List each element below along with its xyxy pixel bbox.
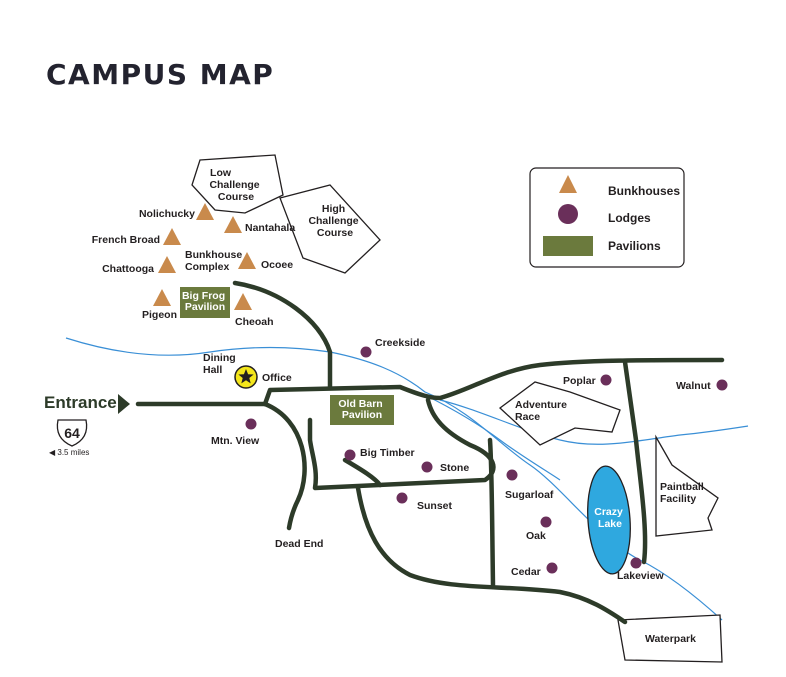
high-challenge-label: High Challenge Course <box>308 203 361 239</box>
old-barn-pavilion[interactable] <box>330 395 394 425</box>
lodge-sunset-icon[interactable] <box>396 492 408 504</box>
bunkhouse-cheoah-icon[interactable] <box>234 293 252 310</box>
bunkhouse-french-broad-icon[interactable] <box>163 228 181 245</box>
entrance-arrow-icon <box>118 394 130 414</box>
paintball-label: Paintball Facility <box>660 481 707 505</box>
legend-bunkhouses-label: Bunkhouses <box>608 184 680 198</box>
road-big-timber <box>342 457 383 488</box>
road-main-loop <box>262 357 725 407</box>
office-label: Office <box>262 372 292 384</box>
big-frog-pavilion-label: Big Frog Pavilion <box>182 290 228 313</box>
waterpark-area[interactable] <box>617 614 723 663</box>
dead-end-label: Dead End <box>275 538 323 550</box>
legend-lodge-icon <box>558 204 578 224</box>
adventure-race-label: Adventure Race <box>515 399 570 423</box>
lodge-lakeview-label: Lakeview <box>617 570 665 582</box>
lodge-walnut-icon[interactable] <box>716 379 728 391</box>
lodge-sunset-label: Sunset <box>417 500 453 512</box>
adventure-race-area[interactable] <box>498 381 621 446</box>
legend: Bunkhouses Lodges Pavilions <box>529 167 685 268</box>
creek-east <box>439 399 749 445</box>
lodge-stone-icon[interactable] <box>421 461 433 473</box>
bunkhouse-nantahala-label: Nantahala <box>245 222 295 234</box>
bunkhouse-complex-label: Bunkhouse Complex <box>185 249 245 273</box>
lodge-creekside-icon[interactable] <box>360 346 372 358</box>
bunkhouse-nantahala-icon[interactable] <box>224 216 242 233</box>
road-dead-end <box>262 401 307 531</box>
legend-bunkhouse-icon <box>559 175 577 193</box>
lodge-oak-label: Oak <box>526 530 546 542</box>
legend-pavilions-label: Pavilions <box>608 239 661 253</box>
old-barn-pavilion-label: Old Barn Pavilion <box>338 398 385 421</box>
low-challenge-label: Low Challenge Course <box>209 167 262 203</box>
bunkhouse-cheoah-label: Cheoah <box>235 316 274 328</box>
bunkhouse-pigeon-icon[interactable] <box>153 289 171 306</box>
entrance-label: Entrance <box>44 393 117 412</box>
highway-number: 64 <box>64 425 80 441</box>
road-south <box>355 485 628 625</box>
bunkhouses: Nolichucky Nantahala French Broad Bunkho… <box>92 203 295 328</box>
bunkhouse-chattooga-label: Chattooga <box>102 263 154 275</box>
lodge-mtn-view-label: Mtn. View <box>211 435 260 447</box>
waterpark-label: Waterpark <box>645 633 696 645</box>
legend-lodges-label: Lodges <box>608 211 651 225</box>
lodge-poplar-label: Poplar <box>563 375 596 387</box>
bunkhouse-pigeon-label: Pigeon <box>142 309 177 321</box>
lodge-big-timber-icon[interactable] <box>344 449 356 461</box>
lodge-sugarloaf-label: Sugarloaf <box>505 489 554 501</box>
lodge-stone-label: Stone <box>440 462 469 474</box>
lodge-sugarloaf-icon[interactable] <box>506 469 518 481</box>
creek-south <box>424 394 561 481</box>
bunkhouse-nolichucky-icon[interactable] <box>196 203 214 220</box>
road-sugarloaf <box>487 437 496 588</box>
bunkhouse-french-broad-label: French Broad <box>92 234 160 246</box>
legend-pavilion-icon <box>543 236 593 256</box>
high-challenge-course-area[interactable] <box>279 184 381 274</box>
roads <box>135 280 725 625</box>
bunkhouse-complex-icon[interactable] <box>238 252 256 269</box>
paintball-facility-area[interactable] <box>655 434 719 537</box>
star-icon <box>238 369 254 384</box>
page-title: CAMPUS MAP <box>46 58 275 91</box>
road-north-spur <box>232 280 333 391</box>
entrance-distance: ◀ 3.5 miles <box>49 448 89 457</box>
lodge-walnut-label: Walnut <box>676 380 711 392</box>
lodge-oak-icon[interactable] <box>540 516 552 528</box>
crazy-lake-label: Crazy Lake <box>594 506 626 530</box>
low-challenge-course-area[interactable] <box>191 154 284 214</box>
bunkhouse-chattooga-icon[interactable] <box>158 256 176 273</box>
road-east-spur <box>622 359 648 565</box>
bunkhouse-nolichucky-label: Nolichucky <box>139 208 195 220</box>
lodge-cedar-label: Cedar <box>511 566 541 578</box>
crazy-lake <box>587 465 631 575</box>
lodge-cedar-icon[interactable] <box>546 562 558 574</box>
dining-hall-label: Dining Hall <box>203 352 239 376</box>
lodge-big-timber-label: Big Timber <box>360 447 415 459</box>
interstate-shield-icon <box>56 419 88 447</box>
lodges: Creekside Poplar Walnut Mtn. View Big Ti… <box>211 337 728 582</box>
big-frog-pavilion[interactable] <box>180 287 230 318</box>
lodge-mtn-view-icon[interactable] <box>245 418 257 430</box>
lodge-creekside-label: Creekside <box>375 337 425 349</box>
bunkhouse-ocoee-label: Ocoee <box>261 259 293 271</box>
lodge-lakeview-icon[interactable] <box>630 557 642 569</box>
lodge-poplar-icon[interactable] <box>600 374 612 386</box>
